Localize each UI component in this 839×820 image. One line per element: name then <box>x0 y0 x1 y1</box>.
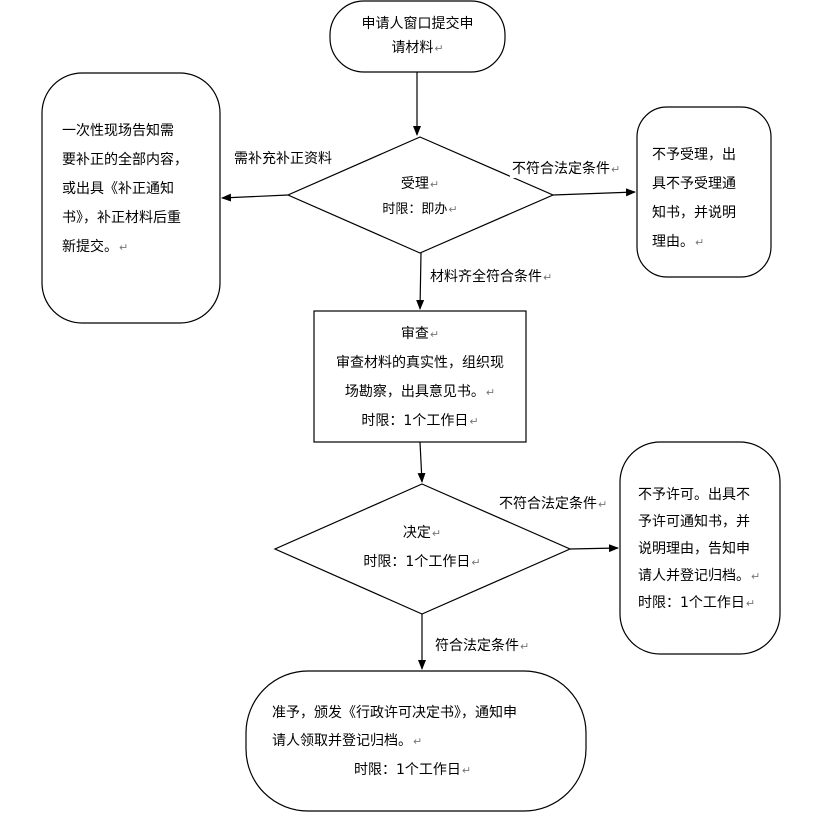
return-mark-icon: ↵ <box>429 178 440 191</box>
return-mark-icon: ↵ <box>471 556 481 569</box>
accept-time-limit: 时限：即办 <box>382 202 448 217</box>
reject1-line-4: 理由。 <box>652 234 694 250</box>
reject1-line-2: 具不予受理通 <box>652 176 736 192</box>
supplement-line-1: 一次性现场告知需 <box>62 123 174 139</box>
reject1-line-3: 知书，并说明 <box>652 205 736 221</box>
grant-node-text: 准予，颁发《行政许可决定书》，通知申 请人领取并登记归档。↵ 时限：1个工作日↵ <box>272 699 517 785</box>
return-mark-icon: ↵ <box>611 163 621 176</box>
edge-label-need-supplement: 需补充补正资料 <box>232 148 334 168</box>
reject2-line-2: 予许可通知书，并 <box>638 514 750 530</box>
supplement-line-3: 或出具《补正通知 <box>62 181 174 197</box>
reject1-node-shape <box>636 106 772 278</box>
arrow-accept-to-supplement <box>221 193 289 202</box>
accept-diamond <box>286 136 555 254</box>
reject1-node-text: 不予受理，出 具不予受理通 知书，并说明 理由。↵ <box>652 141 736 257</box>
reject2-line-1: 不予许可。出具不 <box>638 487 750 503</box>
review-line-3: 场勘察，出具意见书。 <box>344 384 485 400</box>
return-mark-icon: ↵ <box>429 328 440 341</box>
edge-label-not-legal-1: 不符合法定条件↵ <box>510 158 623 178</box>
reject2-node-shape <box>619 441 781 655</box>
return-mark-icon: ↵ <box>745 597 756 610</box>
review-title: 审查 <box>400 326 429 342</box>
return-mark-icon: ↵ <box>469 415 479 428</box>
return-mark-icon: ↵ <box>485 386 496 399</box>
supplement-line-2: 要补正的全部内容， <box>62 152 188 168</box>
supplement-node-text: 一次性现场告知需 要补正的全部内容， 或出具《补正通知 书》，补正材料后重 新提… <box>62 117 188 262</box>
reject2-time-limit: 时限：1个工作日 <box>638 595 745 611</box>
return-mark-icon: ↵ <box>520 640 530 653</box>
edge-label-legal: 符合法定条件↵ <box>433 635 532 655</box>
review-node-text: 审查↵ 审查材料的真实性，组织现 场勘察，出具意见书。↵ 时限：1个工作日↵ <box>314 320 526 436</box>
return-mark-icon: ↵ <box>751 570 761 583</box>
return-mark-icon: ↵ <box>543 271 553 284</box>
grant-line-1: 准予，颁发《行政许可决定书》，通知申 <box>272 705 517 721</box>
decision-time-limit: 时限：1个工作日 <box>363 554 471 570</box>
supplement-node-shape <box>41 72 221 324</box>
start-line-1: 申请人窗口提交申 <box>361 16 474 32</box>
return-mark-icon: ↵ <box>695 236 705 249</box>
arrow-accept-to-reject1 <box>552 188 636 197</box>
arrow-review-to-decision <box>417 441 426 483</box>
grant-line-2: 请人领取并登记归档。 <box>272 733 412 749</box>
reject2-line-3: 说明理由，告知申 <box>638 541 750 557</box>
return-mark-icon: ↵ <box>413 735 423 748</box>
return-mark-icon: ↵ <box>119 241 129 254</box>
reject2-node-text: 不予许可。出具不 予许可通知书，并 说明理由，告知申 请人并登记归档。↵ 时限：… <box>638 482 760 617</box>
decision-node-text: 决定↵ 时限：1个工作日↵ <box>342 519 502 577</box>
return-mark-icon: ↵ <box>448 203 458 216</box>
reject2-line-4: 请人并登记归档。 <box>638 568 750 584</box>
return-mark-icon: ↵ <box>434 42 444 55</box>
return-mark-icon: ↵ <box>431 527 442 540</box>
accept-node-text: 受理↵ 时限：即办↵ <box>340 172 500 222</box>
reject1-line-1: 不予受理，出 <box>652 147 736 163</box>
return-mark-icon: ↵ <box>598 498 608 511</box>
start-line-2: 请材料 <box>391 40 434 56</box>
accept-title: 受理 <box>400 176 429 192</box>
supplement-line-5: 新提交。 <box>62 239 118 255</box>
grant-time-limit: 时限：1个工作日 <box>354 762 461 778</box>
return-mark-icon: ↵ <box>461 764 472 777</box>
decision-title: 决定 <box>402 525 431 541</box>
grant-node-shape <box>245 670 587 812</box>
arrow-decision-to-reject2 <box>569 544 619 553</box>
start-node-text: 申请人窗口提交申 请材料↵ <box>330 12 505 61</box>
review-line-2: 审查材料的真实性，组织现 <box>336 355 504 371</box>
supplement-line-4: 书》，补正材料后重 <box>62 210 181 226</box>
arrow-accept-to-review <box>416 252 425 310</box>
edge-label-complete: 材料齐全符合条件↵ <box>428 266 555 286</box>
review-time-limit: 时限：1个工作日 <box>361 413 469 429</box>
edge-label-not-legal-2: 不符合法定条件↵ <box>497 493 610 513</box>
